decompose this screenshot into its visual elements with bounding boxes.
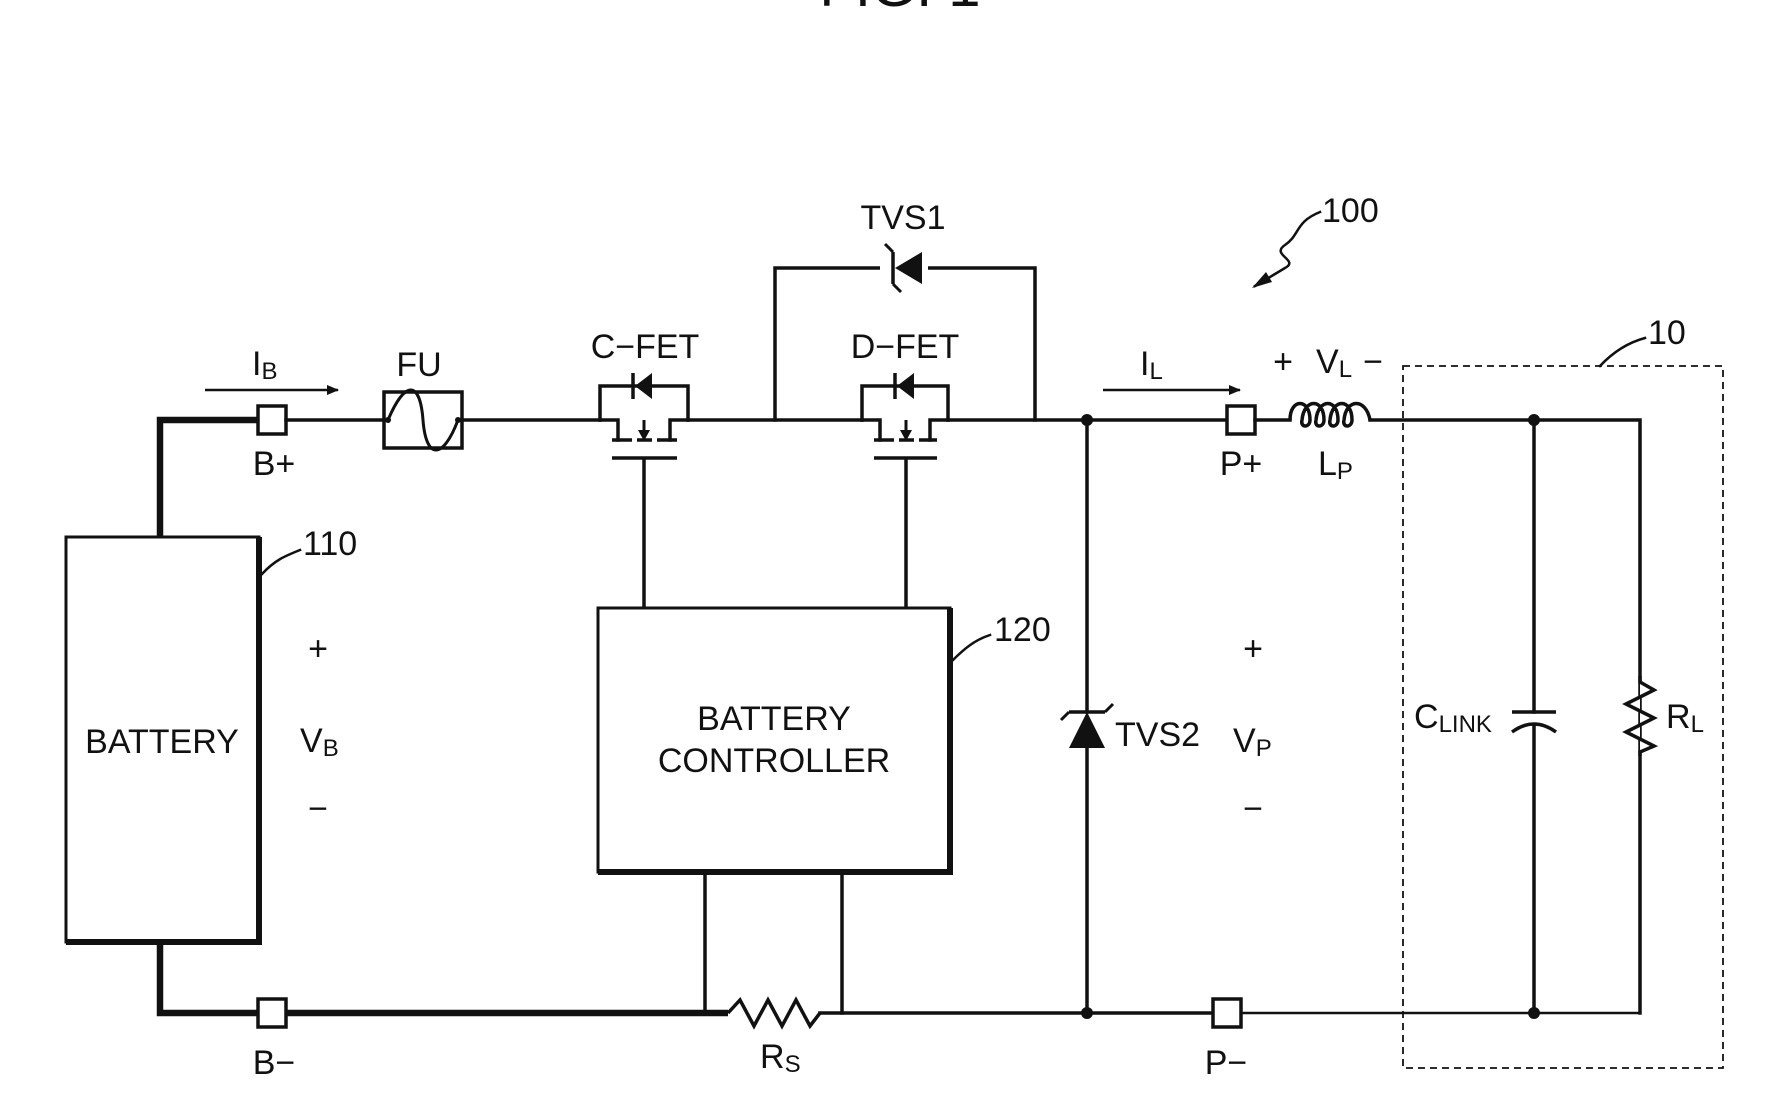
- current-il-label: IL: [1140, 345, 1163, 385]
- terminal-b-minus: [258, 999, 286, 1027]
- battery-controller-block: [598, 608, 950, 872]
- terminal-p-minus: [1213, 999, 1241, 1027]
- tvs2-label: TVS2: [1115, 716, 1200, 754]
- resistor-rs-label: RS: [760, 1038, 801, 1078]
- resistor-rs: [728, 1000, 820, 1026]
- voltage-vp-plus: +: [1243, 630, 1263, 668]
- fuse-pin-left: [385, 417, 391, 423]
- fuse-pin-right: [455, 417, 461, 423]
- fuse-label: FU: [396, 346, 441, 384]
- d-fet-label: D−FET: [851, 328, 960, 366]
- voltage-vl-plus: +: [1273, 343, 1293, 381]
- battery-label: BATTERY: [85, 723, 239, 761]
- voltage-vb-minus: −: [308, 790, 328, 828]
- wire-battery-top: [160, 420, 262, 537]
- inductor-lp: [1290, 404, 1370, 427]
- tvs1-label: TVS1: [860, 199, 945, 237]
- voltage-vl-minus: −: [1363, 343, 1383, 381]
- voltage-vp-minus: −: [1243, 790, 1263, 828]
- terminal-p-minus-label: P−: [1205, 1044, 1248, 1082]
- terminal-p-plus-label: P+: [1220, 445, 1263, 483]
- ref-10-leader: [1600, 338, 1645, 366]
- voltage-vb-label: VB: [300, 722, 339, 762]
- voltage-vb-plus: +: [308, 630, 328, 668]
- ref-10: 10: [1648, 314, 1686, 352]
- c-fet: [600, 373, 688, 608]
- d-fet: [862, 373, 948, 608]
- ref-100-arrowhead: [1252, 272, 1272, 288]
- ref-120-leader: [953, 635, 990, 660]
- battery-controller-label-1: BATTERY: [697, 700, 851, 738]
- wire-battery-bottom: [160, 942, 262, 1013]
- inductor-lp-label: LP: [1318, 445, 1353, 485]
- terminal-b-plus: [258, 406, 286, 434]
- tvs2-diode: [1061, 704, 1113, 748]
- voltage-vp-label: VP: [1233, 722, 1272, 762]
- voltage-vl-label: VL: [1316, 343, 1352, 383]
- ref-100: 100: [1322, 192, 1379, 230]
- terminal-b-plus-label: B+: [253, 445, 296, 483]
- current-ib-label: IB: [252, 345, 277, 385]
- terminal-p-plus: [1227, 406, 1255, 434]
- ref-110: 110: [303, 525, 357, 563]
- ref-110-leader: [262, 550, 300, 574]
- ref-120: 120: [994, 611, 1051, 649]
- resistor-rl-label: RL: [1666, 698, 1704, 738]
- junction-bottom: [1081, 1007, 1093, 1019]
- figure-title: FIG. 1: [819, 0, 980, 19]
- battery-controller-label-2: CONTROLLER: [658, 742, 890, 780]
- tvs1-diode: [880, 244, 928, 292]
- junction-load-bottom: [1528, 1007, 1540, 1019]
- resistor-rl: [1626, 676, 1654, 756]
- c-fet-label: C−FET: [591, 328, 700, 366]
- terminal-b-minus-label: B−: [253, 1044, 296, 1082]
- capacitor-clink-label: CLINK: [1414, 698, 1492, 738]
- wire-inductor-load: [1370, 420, 1640, 1013]
